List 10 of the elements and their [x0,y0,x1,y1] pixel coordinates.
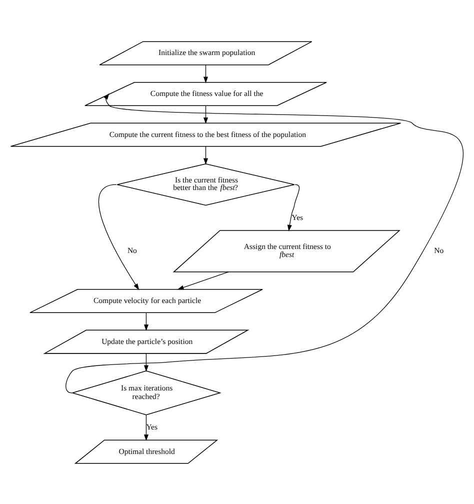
arrow [203,64,208,83]
arrow [203,146,208,164]
arrow [144,352,148,372]
arrow [144,312,148,331]
arrow [177,271,229,290]
arrow [203,105,208,124]
arrow [66,92,464,393]
arrow [98,184,140,290]
arrow [287,184,300,231]
arrow [144,414,148,440]
